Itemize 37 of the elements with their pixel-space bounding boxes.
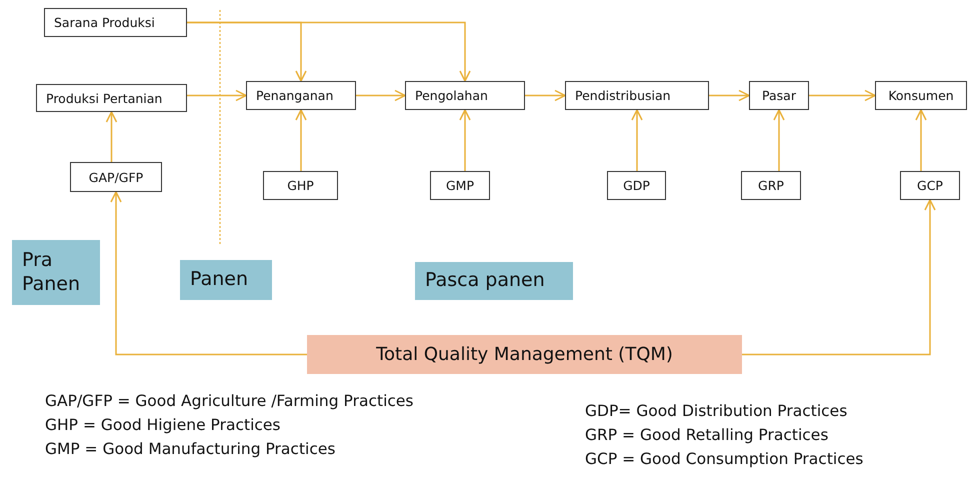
arrow <box>459 109 471 171</box>
arrow <box>915 109 927 171</box>
standard-box: GAP/GFP <box>70 162 162 192</box>
abbreviation-note: GDP= Good Distribution Practices <box>585 402 848 420</box>
arrow <box>773 109 785 171</box>
abbreviation-note: GMP = Good Manufacturing Practices <box>45 440 336 458</box>
arrow <box>110 191 307 356</box>
standard-box: Pasar <box>749 81 809 110</box>
standard-box: GRP <box>741 171 801 200</box>
arrow <box>106 111 118 162</box>
arrow <box>709 90 750 102</box>
arrow <box>295 109 307 171</box>
arrow <box>356 90 406 102</box>
arrow <box>187 90 247 102</box>
abbreviation-note: GAP/GFP = Good Agriculture /Farming Practices <box>45 392 414 410</box>
abbreviation-note: GRP = Good Retalling Practices <box>585 426 828 444</box>
process-box: Sarana Produksi <box>44 8 187 37</box>
arrow <box>631 109 643 171</box>
arrow <box>742 199 936 356</box>
tqm-banner: Total Quality Management (TQM) <box>307 335 742 374</box>
arrow <box>525 90 566 102</box>
arrow <box>809 90 876 102</box>
standard-box: GCP <box>900 171 960 200</box>
arrow <box>187 22 471 82</box>
standard-box: GHP <box>263 171 338 200</box>
stage-label: Pra Panen <box>12 240 100 305</box>
standard-box: Konsumen <box>875 81 967 110</box>
process-box: Pendistribusian <box>565 81 709 110</box>
stage-label: Panen <box>180 260 272 300</box>
standard-box: GMP <box>430 171 490 200</box>
stage-label: Pasca panen <box>415 262 573 300</box>
abbreviation-note: GHP = Good Higiene Practices <box>45 416 281 434</box>
process-box: Pengolahan <box>405 81 525 110</box>
standard-box: GDP <box>607 171 666 200</box>
abbreviation-note: GCP = Good Consumption Practices <box>585 450 864 468</box>
process-box: Produksi Pertanian <box>36 84 187 112</box>
process-box: Penanganan <box>246 81 356 110</box>
